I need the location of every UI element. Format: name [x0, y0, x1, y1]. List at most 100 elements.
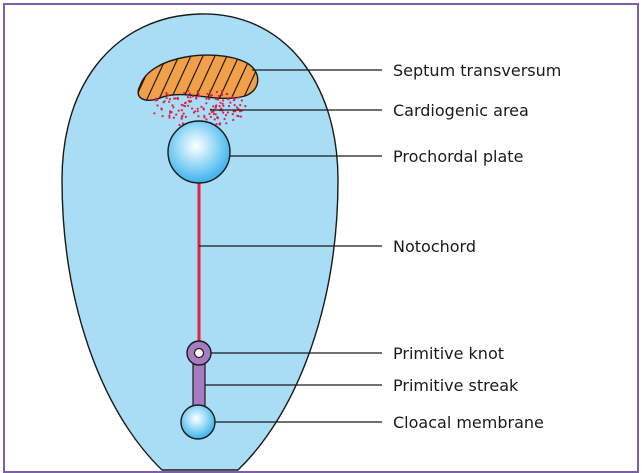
cardiogenic-dot [206, 93, 208, 95]
cardiogenic-dot [227, 98, 229, 100]
cardiogenic-dot [240, 116, 242, 118]
cardiogenic-dot [234, 104, 236, 106]
label-primitive-streak: Primitive streak [393, 376, 519, 395]
cardiogenic-dot [218, 95, 220, 97]
cardiogenic-dot [153, 112, 155, 114]
cardiogenic-dot [232, 113, 234, 115]
label-cardiogenic-area: Cardiogenic area [393, 101, 529, 120]
cardiogenic-dot [200, 106, 202, 108]
cardiogenic-dot [212, 111, 214, 113]
cardiogenic-dot [205, 102, 207, 104]
cardiogenic-dot [198, 94, 200, 96]
cardiogenic-dot [182, 104, 184, 106]
cardiogenic-dot [214, 118, 216, 120]
cardiogenic-dot [208, 113, 210, 115]
cardiogenic-dot [185, 116, 187, 118]
cardiogenic-dot [222, 105, 224, 107]
cardiogenic-dot [168, 116, 170, 118]
cardiogenic-dot [168, 101, 170, 103]
cardiogenic-dot [175, 114, 177, 116]
cardiogenic-dot [219, 105, 221, 107]
cardiogenic-dot [229, 102, 231, 104]
cardiogenic-dot [219, 102, 221, 104]
cardiogenic-dot [181, 116, 183, 118]
cardiogenic-dot [219, 123, 221, 125]
cardiogenic-dot [189, 96, 191, 98]
cardiogenic-dot [232, 119, 234, 121]
cardiogenic-dot [237, 97, 239, 99]
cardiogenic-dot [225, 114, 227, 116]
cardiogenic-dot [225, 122, 227, 124]
prochordal-plate-circle [168, 121, 230, 183]
cardiogenic-dot [160, 108, 162, 110]
cardiogenic-dot [169, 98, 171, 100]
cardiogenic-dot [233, 99, 235, 101]
cardiogenic-dot [233, 110, 235, 112]
cardiogenic-dot [187, 90, 189, 92]
cardiogenic-dot [236, 115, 238, 117]
cardiogenic-dot [208, 98, 210, 100]
cardiogenic-dot [197, 115, 199, 117]
label-septum-transversum: Septum transversum [393, 61, 561, 80]
cardiogenic-dot [217, 98, 219, 100]
cardiogenic-dot [213, 113, 215, 115]
cardiogenic-dot [197, 108, 199, 110]
cardiogenic-dot [195, 98, 197, 100]
cloacal-membrane-circle [181, 405, 215, 439]
cardiogenic-dot [202, 107, 204, 109]
cardiogenic-dot [156, 104, 158, 106]
cardiogenic-dot [222, 103, 224, 105]
cardiogenic-dot [183, 113, 185, 115]
cardiogenic-dot [216, 91, 218, 93]
label-cloacal-membrane: Cloacal membrane [393, 413, 544, 432]
cardiogenic-dot [187, 96, 189, 98]
cardiogenic-dot [226, 93, 228, 95]
cardiogenic-dot [177, 98, 179, 100]
primitive-knot-pit [195, 349, 204, 358]
cardiogenic-dot [241, 99, 243, 101]
cardiogenic-dot [239, 104, 241, 106]
label-notochord: Notochord [393, 237, 476, 256]
cardiogenic-dot [197, 110, 199, 112]
cardiogenic-dot [215, 123, 217, 125]
cardiogenic-dot [211, 94, 213, 96]
cardiogenic-dot [203, 116, 205, 118]
cardiogenic-dot [163, 101, 165, 103]
cardiogenic-dot [168, 115, 170, 117]
cardiogenic-dot [172, 106, 174, 108]
cardiogenic-dot [231, 96, 233, 98]
cardiogenic-dot [205, 98, 207, 100]
cardiogenic-dot [215, 98, 217, 100]
cardiogenic-dot [166, 97, 168, 99]
cardiogenic-dot [221, 94, 223, 96]
cardiogenic-dot [222, 99, 224, 101]
cardiogenic-dot [215, 104, 217, 106]
cardiogenic-dot [197, 90, 199, 92]
cardiogenic-dot [189, 101, 191, 103]
cardiogenic-dot [184, 102, 186, 104]
cardiogenic-dot [205, 118, 207, 120]
cardiogenic-dot [171, 111, 173, 113]
cardiogenic-dot [181, 109, 183, 111]
cardiogenic-dot [222, 112, 224, 114]
cardiogenic-dot [162, 115, 164, 117]
cardiogenic-dot [220, 108, 222, 110]
cardiogenic-dot [244, 105, 246, 107]
cardiogenic-dot [187, 105, 189, 107]
cardiogenic-dot [191, 107, 193, 109]
cardiogenic-dot [192, 95, 194, 97]
cardiogenic-dot [227, 111, 229, 113]
cardiogenic-dot [178, 110, 180, 112]
cardiogenic-dot [221, 90, 223, 92]
cardiogenic-dot [173, 117, 175, 119]
label-primitive-knot: Primitive knot [393, 344, 504, 363]
cardiogenic-dot [212, 105, 214, 107]
cardiogenic-dot [228, 105, 230, 107]
cardiogenic-dot [210, 116, 212, 118]
cardiogenic-dot [171, 104, 173, 106]
cardiogenic-dot [194, 110, 196, 112]
cardiogenic-dot [209, 90, 211, 92]
label-prochordal-plate: Prochordal plate [393, 147, 523, 166]
